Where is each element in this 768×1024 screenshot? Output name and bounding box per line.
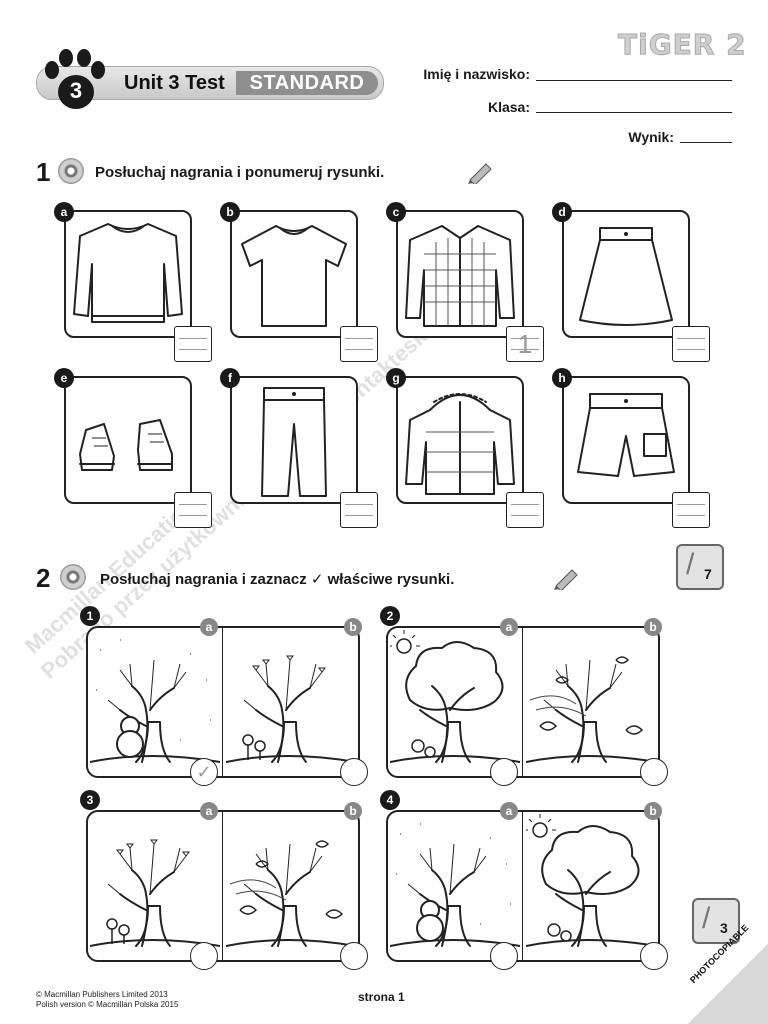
picture-card-g — [396, 376, 524, 504]
autumn-tree-wind-icon — [526, 630, 656, 772]
picture-pair-3 — [86, 810, 360, 962]
answer-circle-1-b[interactable] — [340, 758, 368, 786]
answer-box-h[interactable] — [672, 492, 710, 528]
card-letter-h: h — [552, 368, 572, 388]
shorts-icon — [577, 393, 675, 477]
card-letter-d: d — [552, 202, 572, 222]
exercise-1-max-score: 7 — [704, 566, 712, 582]
pair-number-2: 2 — [380, 606, 400, 626]
trainers-icon — [79, 419, 173, 471]
score-label: Wynik: — [628, 129, 674, 145]
card-letter-a: a — [54, 202, 74, 222]
trousers-icon — [261, 387, 327, 497]
paw-icon — [45, 49, 105, 109]
page-number: strona 1 — [358, 990, 405, 1004]
answer-circle-4-b[interactable] — [640, 942, 668, 970]
answer-circle-1-a[interactable]: ✓ — [190, 758, 218, 786]
pencil-icon — [554, 569, 578, 590]
skirt-icon — [579, 227, 673, 326]
cd-icon — [58, 158, 84, 184]
exercise-2-number: 2 — [36, 563, 51, 593]
exercise-1-number: 1 — [36, 157, 51, 187]
answer-box-c[interactable]: 1 — [506, 326, 544, 362]
option-label-a: a — [500, 618, 518, 636]
answer-box-d[interactable] — [672, 326, 710, 362]
answer-circle-2-a[interactable] — [490, 758, 518, 786]
option-label-b: b — [344, 618, 362, 636]
picture-card-d — [562, 210, 690, 338]
option-label-b: b — [644, 802, 662, 820]
level-badge: STANDARD — [236, 71, 378, 95]
picture-card-h — [562, 376, 690, 504]
copyright-2: Polish version © Macmillan Polska 2015 — [36, 1000, 179, 1009]
answer-circle-4-a[interactable] — [490, 942, 518, 970]
pair-number-4: 4 — [380, 790, 400, 810]
score-field[interactable] — [680, 142, 732, 143]
class-label: Klasa: — [487, 99, 530, 115]
card-letter-b: b — [220, 202, 240, 222]
card-letter-f: f — [220, 368, 240, 388]
picture-pair-4 — [386, 810, 660, 962]
card-letter-g: g — [386, 368, 406, 388]
summer-tree-sun-icon — [526, 814, 656, 956]
picture-pair-1 — [86, 626, 360, 778]
answer-box-b[interactable] — [340, 326, 378, 362]
photocopiable-corner — [688, 944, 768, 1024]
unit-number: 3 — [69, 78, 83, 103]
answer-box-a[interactable] — [174, 326, 212, 362]
option-label-a: a — [200, 802, 218, 820]
winter-tree-snowman-icon — [390, 814, 520, 956]
picture-pair-2 — [386, 626, 660, 778]
exercise-2-max-score: 3 — [720, 920, 728, 936]
option-label-b: b — [644, 618, 662, 636]
summer-tree-sun-icon — [390, 630, 520, 772]
card-letter-c: c — [386, 202, 406, 222]
winter-tree-snowman-icon — [90, 630, 220, 772]
answer-value: 1 — [517, 329, 533, 359]
answer-circle-3-b[interactable] — [340, 942, 368, 970]
answer-box-e[interactable] — [174, 492, 212, 528]
spring-tree-flowers-icon — [90, 814, 220, 956]
tshirt-icon — [241, 225, 347, 327]
winter-jacket-icon — [405, 393, 515, 495]
copyright-1: © Macmillan Publishers Limited 2013 — [36, 990, 168, 999]
answer-circle-2-b[interactable] — [640, 758, 668, 786]
card-letter-e: e — [54, 368, 74, 388]
unit-title: Unit 3 Test — [124, 72, 225, 94]
cd-icon — [60, 564, 86, 590]
picture-card-a — [64, 210, 192, 338]
answer-box-f[interactable] — [340, 492, 378, 528]
option-label-a: a — [500, 802, 518, 820]
exercise-2-instruction: Posłuchaj nagrania i zaznacz ✓ właściwe … — [100, 571, 455, 588]
option-label-a: a — [200, 618, 218, 636]
spring-tree-flowers-icon — [226, 630, 356, 772]
autumn-tree-wind-icon — [226, 814, 356, 956]
name-label: Imię i nazwisko: — [423, 66, 530, 82]
pair-number-3: 3 — [80, 790, 100, 810]
class-field[interactable] — [536, 112, 732, 113]
name-field[interactable] — [536, 80, 732, 81]
answer-circle-3-a[interactable] — [190, 942, 218, 970]
checked-shirt-icon — [405, 225, 515, 327]
picture-card-f — [230, 376, 358, 504]
picture-card-e — [64, 376, 192, 504]
option-label-b: b — [344, 802, 362, 820]
exercise-2-score-box: / 3 — [692, 898, 740, 944]
answer-box-g[interactable] — [506, 492, 544, 528]
pair-number-1: 1 — [80, 606, 100, 626]
picture-card-c — [396, 210, 524, 338]
exercise-1-score-box: / 7 — [676, 544, 724, 590]
tiger-logo: TiGER 2 — [618, 28, 747, 62]
sweater-icon — [73, 223, 183, 323]
picture-card-b — [230, 210, 358, 338]
pencil-icon — [468, 163, 492, 184]
exercise-1-instruction: Posłuchaj nagrania i ponumeruj rysunki. — [95, 164, 385, 181]
